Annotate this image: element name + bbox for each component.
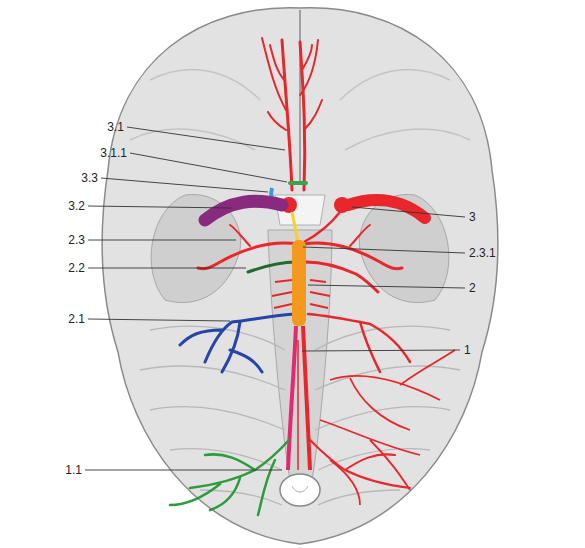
callout-number: 3 bbox=[469, 210, 476, 224]
anterior-cerebral-arteries bbox=[262, 38, 322, 190]
brainstem bbox=[268, 230, 332, 480]
middle-cerebral-artery bbox=[205, 201, 282, 220]
callout-number: 2.2 bbox=[68, 261, 85, 275]
leader-lines bbox=[85, 127, 465, 470]
posterior-communicating-artery bbox=[292, 212, 298, 242]
anterior-communicating-artery bbox=[290, 181, 306, 185]
brain-outline bbox=[102, 8, 498, 544]
superior-cerebellar-artery bbox=[306, 262, 378, 292]
callout-number: 3.1.1 bbox=[100, 146, 127, 160]
posterior-inferior-cerebellar-artery bbox=[310, 440, 410, 488]
callout-number: 2.1 bbox=[68, 312, 85, 326]
vertebral-artery bbox=[303, 326, 310, 470]
gyri bbox=[130, 70, 470, 150]
superior-cerebellar-artery bbox=[248, 262, 296, 272]
cerebellar-branches bbox=[320, 350, 455, 505]
anterior-inferior-cerebellar-artery bbox=[308, 314, 410, 372]
callout-number: 3.3 bbox=[81, 171, 98, 185]
anterior-inferior-cerebellar-artery bbox=[180, 314, 294, 372]
middle-cerebral-artery bbox=[348, 200, 425, 218]
callout-number: 2.3.1 bbox=[469, 246, 496, 260]
callout-number: 1.1 bbox=[65, 463, 82, 477]
callout-number: 3.2 bbox=[68, 199, 85, 213]
basilar-artery bbox=[292, 240, 306, 326]
spinal-artery bbox=[297, 340, 299, 470]
fissure bbox=[299, 10, 301, 185]
spinal-cord bbox=[280, 474, 320, 506]
spinal-cord bbox=[292, 486, 308, 492]
vertebral-artery bbox=[288, 326, 296, 470]
posterior-communicating-artery bbox=[304, 212, 340, 242]
callout-number: 2.3 bbox=[68, 233, 85, 247]
callout-number: 1 bbox=[464, 343, 471, 357]
cerebellum-folia bbox=[140, 326, 460, 505]
posterior-inferior-cerebellar-artery bbox=[170, 440, 289, 515]
callout-number: 3.1 bbox=[107, 120, 124, 134]
callout-number: 2 bbox=[469, 281, 476, 295]
